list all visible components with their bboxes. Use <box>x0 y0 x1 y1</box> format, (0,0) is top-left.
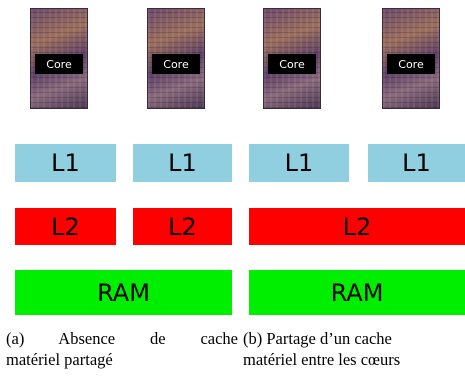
l1-cache-1: L1 <box>15 144 116 182</box>
l2-cache-shared: L2 <box>249 208 465 245</box>
core-label: Core <box>268 54 316 74</box>
caption-b: (b) Partage d’un cache matériel entre le… <box>243 328 465 370</box>
caption-b-line2: matériel entre les cœurs <box>243 350 401 369</box>
core-chip-1: Core <box>30 8 88 109</box>
l1-cache-4: L1 <box>368 144 465 182</box>
core-label: Core <box>387 54 435 74</box>
core-chip-2: Core <box>147 8 205 109</box>
core-label: Core <box>152 54 200 74</box>
l1-cache-3: L1 <box>249 144 349 182</box>
caption-a-line1: (a) Absence de cache <box>6 329 238 348</box>
ram-block-a: RAM <box>15 270 232 315</box>
l2-cache-private-2: L2 <box>133 208 232 245</box>
core-chip-3: Core <box>263 8 321 109</box>
caption-a-line2: matériel partagé <box>6 350 113 369</box>
core-chip-4: Core <box>382 8 440 109</box>
caption-b-line1: (b) Partage d’un cache <box>243 329 392 348</box>
l2-cache-private-1: L2 <box>15 208 116 245</box>
caption-a: (a) Absence de cache matériel partagé <box>6 328 238 370</box>
core-label: Core <box>35 54 83 74</box>
ram-block-b: RAM <box>249 270 465 315</box>
l1-cache-2: L1 <box>133 144 232 182</box>
